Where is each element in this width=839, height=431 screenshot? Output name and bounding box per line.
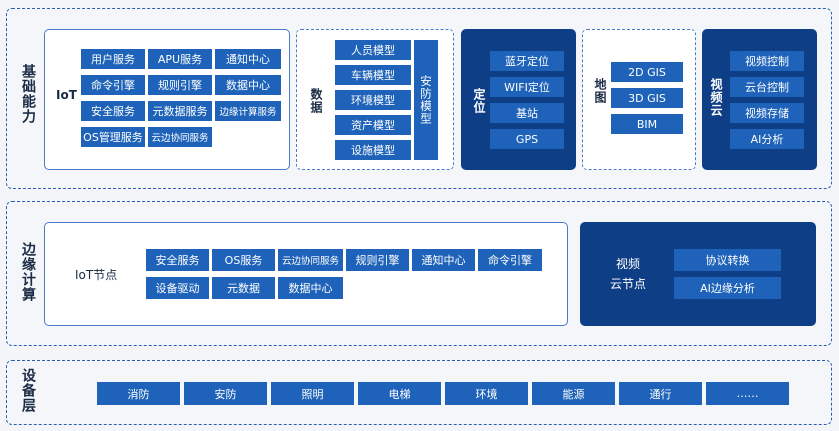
video-cloud-label: 视频云 (709, 78, 723, 117)
iot-node-box: 通知中心 (412, 249, 475, 271)
positioning-box: 基站 (490, 103, 564, 123)
video-cloud-box: 视频控制 (730, 51, 804, 71)
positioning-box: GPS (490, 129, 564, 149)
device-box: 消防 (97, 382, 180, 405)
iot-service-box: 数据中心 (215, 75, 281, 95)
map-box: 2D GIS (611, 62, 683, 82)
iot-node-box: 云边协同服务 (278, 249, 343, 271)
iot-node-box: 规则引擎 (346, 249, 409, 271)
device-box: 照明 (271, 382, 354, 405)
iot-node-box: 安全服务 (146, 249, 209, 271)
layer-label-device: 设备层 (20, 368, 36, 413)
layer-label-edge: 边缘计算 (20, 242, 36, 302)
iot-service-box: APU服务 (148, 49, 212, 69)
security-model-box: 安防模型 (414, 40, 438, 160)
data-model-box: 车辆模型 (335, 65, 411, 85)
video-node-panel (580, 222, 816, 326)
data-model-box: 资产模型 (335, 115, 411, 135)
iot-node-box: 元数据 (212, 277, 275, 299)
positioning-box: WIFI定位 (490, 77, 564, 97)
iot-service-box: 边缘计算服务 (215, 101, 281, 121)
data-model-box: 设施模型 (335, 140, 411, 160)
iot-node-box: 命令引擎 (478, 249, 542, 271)
iot-service-box: 规则引擎 (148, 75, 212, 95)
iot-service-box: 安全服务 (81, 101, 145, 121)
video-node-label-line2: 云节点 (609, 277, 646, 291)
device-box: 电梯 (358, 382, 441, 405)
iot-service-box: 通知中心 (215, 49, 281, 69)
iot-node-box: OS服务 (212, 249, 275, 271)
data-label: 数据 (309, 88, 323, 114)
map-label: 地图 (593, 78, 607, 104)
iot-node-label: IoT节点 (75, 268, 118, 282)
iot-node-box: 数据中心 (278, 277, 343, 299)
iot-node-panel (44, 222, 568, 326)
iot-service-box: 云边协同服务 (148, 127, 212, 147)
video-cloud-box: AI分析 (730, 129, 804, 149)
video-cloud-box: 云台控制 (730, 77, 804, 97)
map-box: BIM (611, 114, 683, 134)
iot-service-box: 元数据服务 (148, 101, 212, 121)
iot-service-box: 命令引擎 (81, 75, 145, 95)
positioning-label: 定位 (472, 88, 486, 114)
video-cloud-box: 视频存储 (730, 103, 804, 123)
device-box: 能源 (532, 382, 615, 405)
device-box: 安防 (184, 382, 267, 405)
iot-node-box: 设备驱动 (146, 277, 209, 299)
data-model-box: 人员模型 (335, 40, 411, 60)
iot-service-box: 用户服务 (81, 49, 145, 69)
video-node-label: 视频 云节点 (598, 254, 658, 294)
positioning-box: 蓝牙定位 (490, 51, 564, 71)
device-box: 环境 (445, 382, 528, 405)
map-box: 3D GIS (611, 88, 683, 108)
device-box: …… (706, 382, 789, 405)
data-model-box: 环境模型 (335, 90, 411, 110)
iot-label: IoT (56, 88, 77, 102)
video-node-label-line1: 视频 (615, 257, 640, 271)
video-node-box: AI边缘分析 (674, 277, 781, 299)
layer-label-basic: 基础能力 (20, 64, 36, 124)
video-node-box: 协议转换 (674, 249, 781, 271)
iot-service-box: OS管理服务 (81, 127, 145, 147)
device-box: 通行 (619, 382, 702, 405)
